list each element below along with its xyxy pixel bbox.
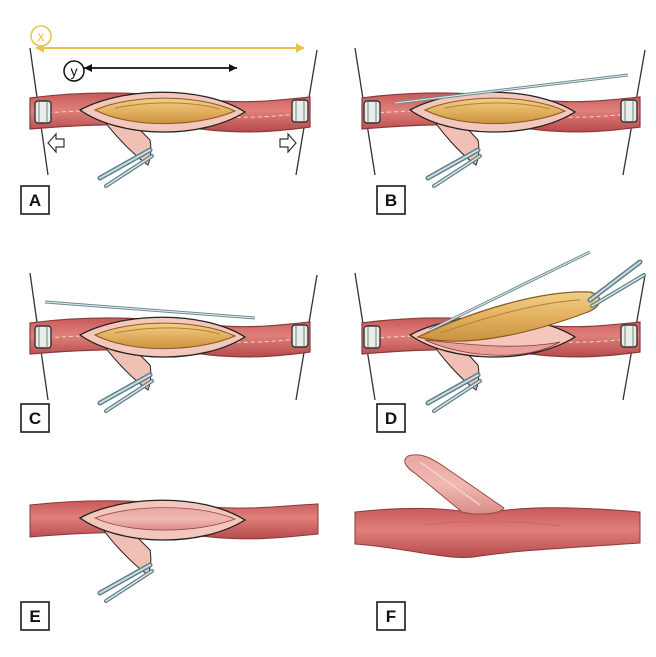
panel-a: x y A — [21, 26, 317, 214]
panel-label-d: D — [385, 409, 397, 428]
panel-label-e: E — [29, 607, 40, 626]
panel-d: D — [355, 252, 645, 432]
panel-label-f: F — [386, 607, 396, 626]
panel-b: B — [355, 48, 645, 214]
panel-label-b: B — [385, 191, 397, 210]
panel-e: E — [21, 500, 318, 630]
panel-f: F — [355, 455, 640, 630]
dimension-y-label: y — [71, 63, 78, 79]
panel-label-a: A — [29, 191, 41, 210]
panel-label-c: C — [29, 409, 41, 428]
panel-c: C — [21, 273, 317, 432]
dimension-x-label: x — [38, 28, 45, 44]
